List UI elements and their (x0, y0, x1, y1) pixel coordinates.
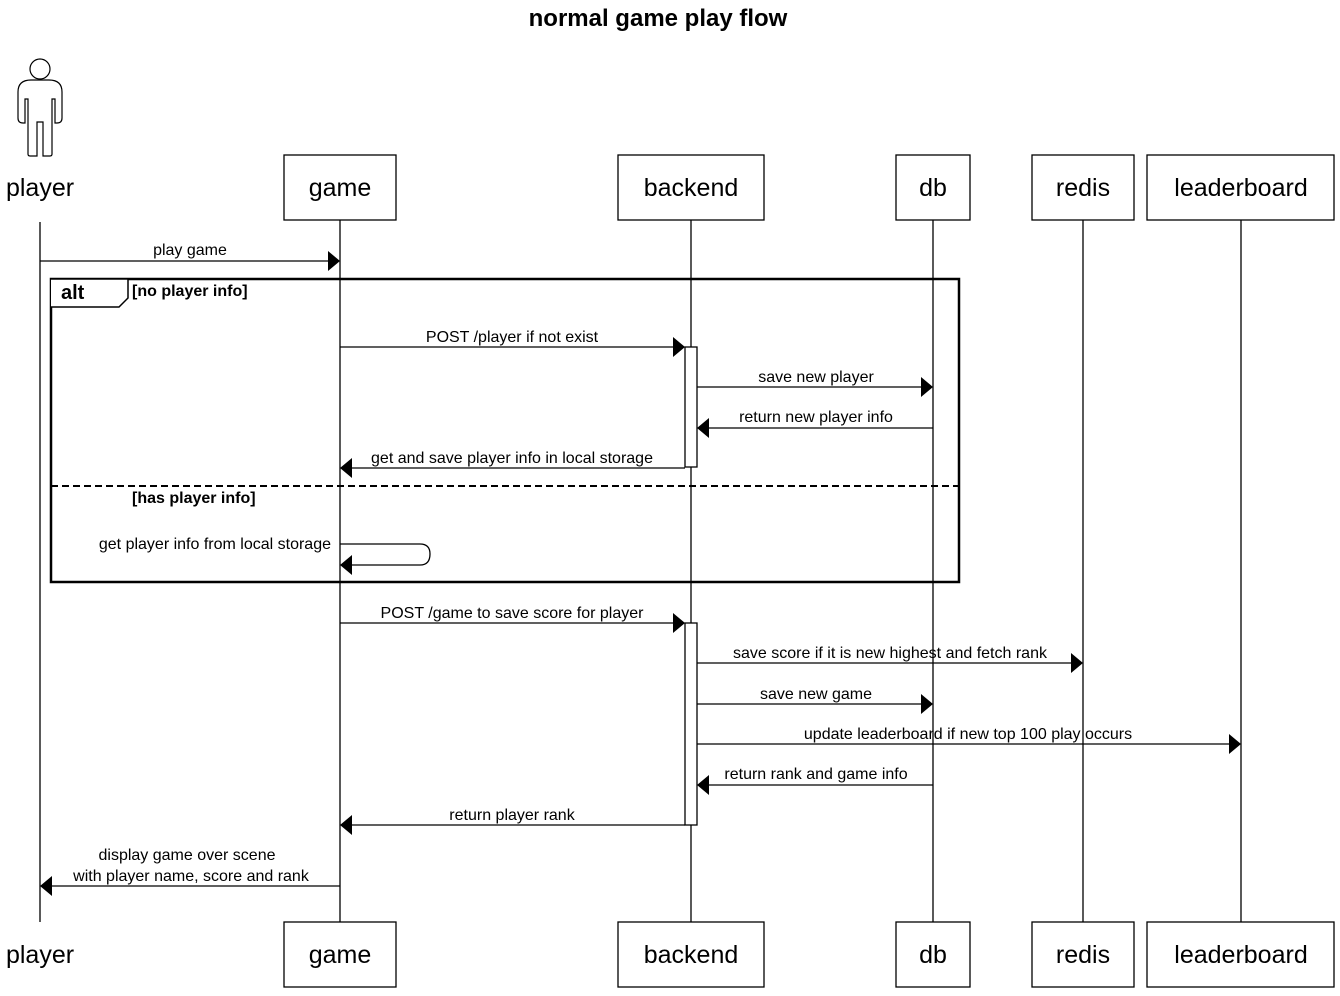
activation-backend-2 (684, 622, 698, 826)
label-return-new-player-info: return new player info (739, 409, 893, 426)
participant-backend-bottom-label: backend (644, 941, 739, 969)
participant-backend-top-label: backend (644, 174, 739, 202)
lifelines (39, 220, 1242, 922)
participant-backend-bottom: backend (617, 921, 765, 988)
arrowhead-icon (328, 251, 340, 271)
label-post-game: POST /game to save score for player (381, 605, 645, 622)
arrowhead-icon (673, 613, 685, 633)
participant-leaderboard-bottom: leaderboard (1146, 921, 1335, 988)
label-update-leaderboard: update leaderboard if new top 100 play o… (804, 726, 1132, 743)
label-get-save-player-info: get and save player info in local storag… (371, 450, 653, 467)
arrow-self-local-storage (340, 543, 431, 566)
participant-redis-bottom: redis (1031, 921, 1135, 988)
arrowhead-icon (921, 377, 933, 397)
participant-backend-top: backend (617, 154, 765, 221)
participant-leaderboard-top: leaderboard (1146, 154, 1335, 221)
arrowhead-icon (40, 876, 52, 896)
activation-backend-1 (684, 346, 698, 468)
alt-frame: alt [no player info] [has player info] (49, 277, 961, 584)
participant-db-bottom: db (895, 921, 971, 988)
label-display-game-over-line2: with player name, score and rank (72, 868, 310, 885)
label-return-rank-game-info: return rank and game info (724, 766, 907, 783)
participant-redis-top: redis (1031, 154, 1135, 221)
label-display-game-over-line1: display game over scene (99, 847, 276, 864)
actor-figure-icon (17, 58, 63, 157)
participant-game-bottom-label: game (309, 941, 372, 969)
arrowhead-icon (1229, 734, 1241, 754)
message-lines (40, 260, 1229, 887)
alt-operator: alt (61, 282, 85, 304)
arrow-heads (40, 251, 1241, 896)
participant-player-top: player (6, 174, 74, 202)
participant-db-top-label: db (919, 174, 947, 202)
participant-game-top: game (283, 154, 397, 221)
arrowhead-icon (340, 458, 352, 478)
message-labels: play game POST /player if not exist save… (72, 242, 1132, 885)
arrowhead-icon (673, 337, 685, 357)
participant-game-top-label: game (309, 174, 372, 202)
label-save-new-game: save new game (760, 686, 872, 703)
arrowhead-icon (697, 775, 709, 795)
arrowhead-icon (921, 694, 933, 714)
participant-player-bottom: player (6, 941, 74, 969)
participant-redis-top-label: redis (1056, 174, 1110, 202)
participant-db-top: db (895, 154, 971, 221)
participant-leaderboard-top-label: leaderboard (1174, 174, 1307, 202)
participant-redis-bottom-label: redis (1056, 941, 1110, 969)
arrowhead-icon (697, 418, 709, 438)
label-get-player-info-local: get player info from local storage (99, 536, 331, 553)
label-play-game: play game (153, 242, 227, 259)
arrowhead-icon (340, 815, 352, 835)
label-save-score: save score if it is new highest and fetc… (733, 645, 1048, 662)
arrowhead-icon (340, 555, 352, 575)
guard-no-player-info: [no player info] (132, 283, 248, 300)
participant-leaderboard-bottom-label: leaderboard (1174, 941, 1307, 969)
label-return-player-rank: return player rank (449, 807, 575, 824)
participant-db-bottom-label: db (919, 941, 947, 969)
arrowhead-icon (1071, 653, 1083, 673)
label-post-player: POST /player if not exist (426, 329, 599, 346)
guard-has-player-info: [has player info] (132, 490, 256, 507)
diagram-title: normal game play flow (529, 5, 788, 32)
participant-game-bottom: game (283, 921, 397, 988)
label-save-new-player: save new player (758, 369, 874, 386)
